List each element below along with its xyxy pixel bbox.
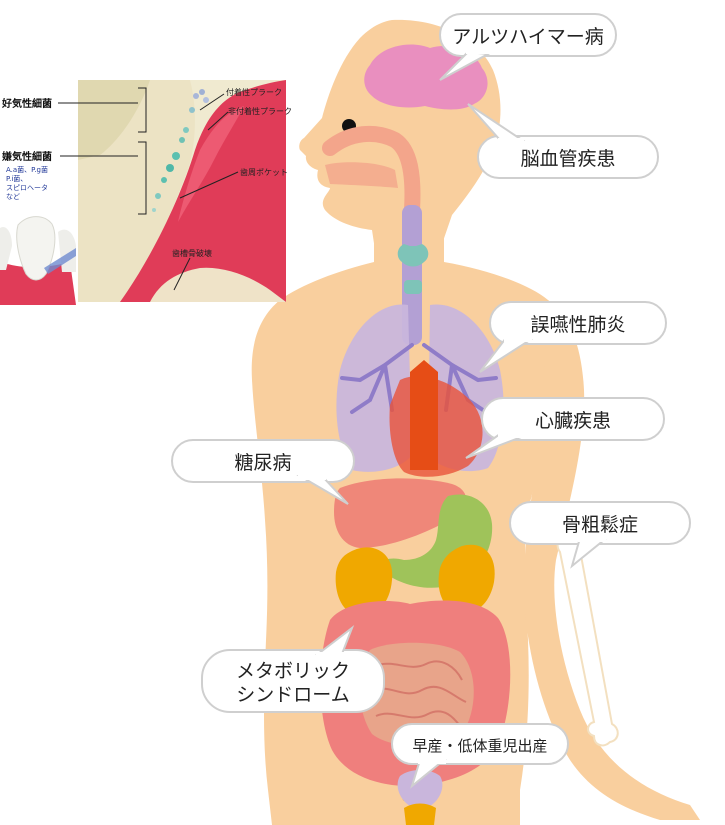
callout-tail-cover bbox=[418, 756, 446, 764]
callout-box bbox=[171, 439, 355, 483]
alveolar-bone bbox=[150, 267, 286, 302]
callout-heart: 心臓疾患 bbox=[465, 397, 665, 459]
airway bbox=[322, 125, 421, 218]
tooth-icon bbox=[16, 216, 56, 281]
callout-tail-cover bbox=[298, 472, 326, 480]
callout-osteoporosis: 骨粗鬆症 bbox=[509, 501, 691, 569]
callout-tail-cover bbox=[578, 534, 606, 542]
kidney-left bbox=[335, 547, 393, 617]
callout-diabetes: 糖尿病 bbox=[171, 439, 355, 505]
kidney-right bbox=[438, 544, 495, 614]
attached-plaque-label: 付着性プラーク bbox=[226, 87, 282, 97]
callout-box bbox=[481, 397, 665, 441]
larynx bbox=[404, 280, 422, 294]
callout-box bbox=[489, 301, 667, 345]
callout-label-line1: メタボリック bbox=[236, 660, 350, 682]
tooth-thumbnail bbox=[0, 215, 78, 305]
callout-tail-cover bbox=[504, 334, 532, 342]
unattached-plaque-label: 非付着性プラーク bbox=[228, 106, 292, 116]
thyroid bbox=[397, 244, 429, 267]
callout-label: 誤嚥性肺炎 bbox=[530, 314, 625, 336]
gum-tissue bbox=[120, 80, 286, 302]
bacteria-list-3: スピロヘータ bbox=[6, 183, 48, 192]
callout-tail-cover bbox=[316, 652, 344, 658]
gum-highlight bbox=[178, 106, 244, 222]
uterus bbox=[397, 770, 443, 806]
callout-label: 糖尿病 bbox=[234, 452, 291, 474]
periodontal-inset: 好気性細菌 嫌気性細菌 A.a菌、P.g菌 P.i菌、 スピロヘータ など 付着… bbox=[0, 80, 292, 305]
callout-box bbox=[439, 13, 617, 57]
callout-alzheimers: アルツハイマー病 bbox=[439, 13, 617, 81]
liver bbox=[334, 478, 467, 548]
callout-stroke: 脳血管疾患 bbox=[467, 103, 659, 179]
callout-label: 脳血管疾患 bbox=[520, 148, 615, 170]
inset-brackets bbox=[58, 87, 239, 291]
callout-tail-cover bbox=[466, 46, 492, 54]
callout-label: 心臓疾患 bbox=[535, 410, 611, 432]
brain bbox=[364, 44, 488, 110]
callout-box bbox=[391, 723, 569, 765]
callout-preterm: 早産・低体重児出産 bbox=[391, 723, 569, 789]
callout-box bbox=[201, 649, 385, 713]
callout-box bbox=[477, 135, 659, 179]
anaerobic-label: 嫌気性細菌 bbox=[1, 150, 52, 163]
callout-metabolic: メタボリック シンドローム bbox=[201, 625, 385, 713]
organs bbox=[320, 44, 619, 825]
callout-tail-cover bbox=[498, 430, 526, 438]
aorta bbox=[410, 360, 438, 470]
small-intestine bbox=[359, 642, 474, 746]
callout-label: 早産・低体重児出産 bbox=[412, 737, 547, 755]
plaque-clusters bbox=[152, 89, 209, 212]
callout-label: 骨粗鬆症 bbox=[562, 514, 638, 536]
bladder bbox=[404, 803, 436, 825]
bone-loss-label: 歯槽骨破壊 bbox=[172, 248, 212, 258]
callout-pneumonia: 誤嚥性肺炎 bbox=[479, 301, 667, 373]
bacteria-list-2: P.i菌、 bbox=[6, 174, 27, 183]
callout-label: アルツハイマー病 bbox=[452, 26, 603, 48]
callout-label-line2: シンドローム bbox=[236, 684, 349, 706]
bacteria-list-4: など bbox=[6, 193, 20, 201]
periodontal-pocket-label: 歯周ポケット bbox=[240, 167, 288, 177]
bacteria-list-1: A.a菌、P.g菌 bbox=[6, 165, 48, 174]
intestine-folds bbox=[371, 660, 467, 727]
oral-cavity bbox=[325, 162, 398, 188]
enamel bbox=[78, 80, 150, 160]
callout-tail-cover bbox=[498, 138, 524, 144]
aerobic-label: 好気性細菌 bbox=[1, 97, 52, 110]
